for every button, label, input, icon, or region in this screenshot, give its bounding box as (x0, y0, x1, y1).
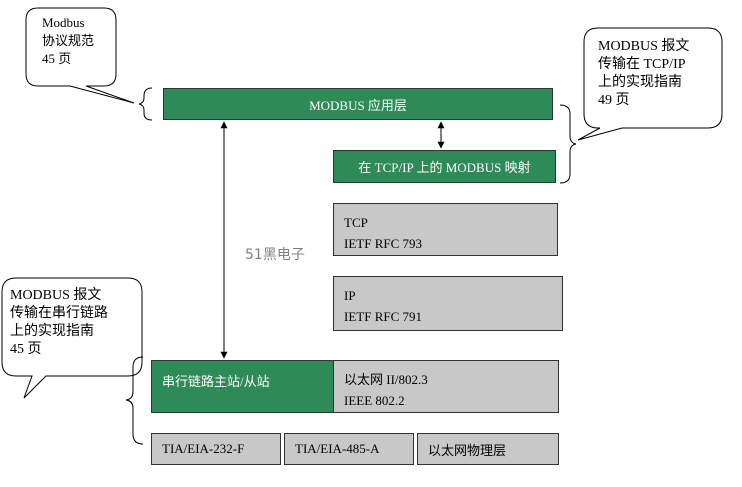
layer-label: IETF RFC 791 (344, 309, 423, 324)
brace-tcpip (559, 104, 577, 184)
callout-left: MODBUS 报文 传输在串行链路 上的实现指南 45 页 (10, 287, 108, 359)
layer-phy-ethernet: 以太网物理层 (417, 433, 559, 465)
layer-ethernet: 以太网 II/802.3 IEEE 802.2 (333, 360, 559, 413)
brace-serial (125, 356, 144, 445)
brace-app (138, 87, 153, 121)
callout-top-right: MODBUS 报文 传输在 TCP/IP 上的实现指南 49 页 (598, 38, 689, 110)
callout-line: 45 页 (42, 51, 72, 66)
layer-tcp: TCP IETF RFC 793 (333, 203, 558, 256)
callout-line: 49 页 (598, 93, 630, 108)
layer-ip: IP IETF RFC 791 (333, 276, 563, 331)
callout-top-left-bubble (25, 7, 135, 104)
callout-left-bubble (1, 277, 143, 399)
layer-label: MODBUS 应用层 (309, 97, 407, 113)
layer-tcpip-mapping: 在 TCP/IP 上的 MODBUS 映射 (333, 150, 556, 183)
callout-line: MODBUS 报文 (598, 39, 690, 54)
layer-label: IEEE 802.2 (344, 393, 405, 408)
layer-serial-master-slave: 串行链路主站/从站 (151, 360, 334, 413)
layer-label: 串行链路主站/从站 (162, 374, 270, 389)
callout-line: 协议规范 (42, 33, 95, 48)
layer-label: TCP (344, 215, 368, 230)
layer-modbus-application: MODBUS 应用层 (163, 88, 553, 120)
layer-label: IETF RFC 793 (344, 236, 423, 251)
callout-line: 45 页 (10, 342, 42, 357)
callout-line: 传输在串行链路 (10, 306, 108, 321)
layer-label: TIA/EIA-232-F (162, 441, 245, 456)
callout-line: Modbus (42, 15, 85, 30)
callout-line: MODBUS 报文 (10, 288, 102, 303)
callout-line: 上的实现指南 (598, 75, 682, 90)
layer-label: TIA/EIA-485-A (295, 441, 380, 456)
layer-label: 以太网物理层 (428, 442, 507, 458)
layer-label: 以太网 II/802.3 (344, 372, 428, 387)
layer-phy-485: TIA/EIA-485-A (284, 433, 414, 465)
callout-top-left: Modbus 协议规范 45 页 (42, 14, 94, 68)
layer-label: 在 TCP/IP 上的 MODBUS 映射 (358, 160, 531, 175)
watermark: 51黑电子 (245, 247, 305, 263)
callout-top-right-bubble (577, 27, 723, 141)
callout-line: 上的实现指南 (10, 324, 94, 339)
layer-label: IP (344, 288, 356, 303)
layer-phy-232: TIA/EIA-232-F (151, 433, 281, 465)
callout-line: 传输在 TCP/IP (598, 57, 686, 72)
